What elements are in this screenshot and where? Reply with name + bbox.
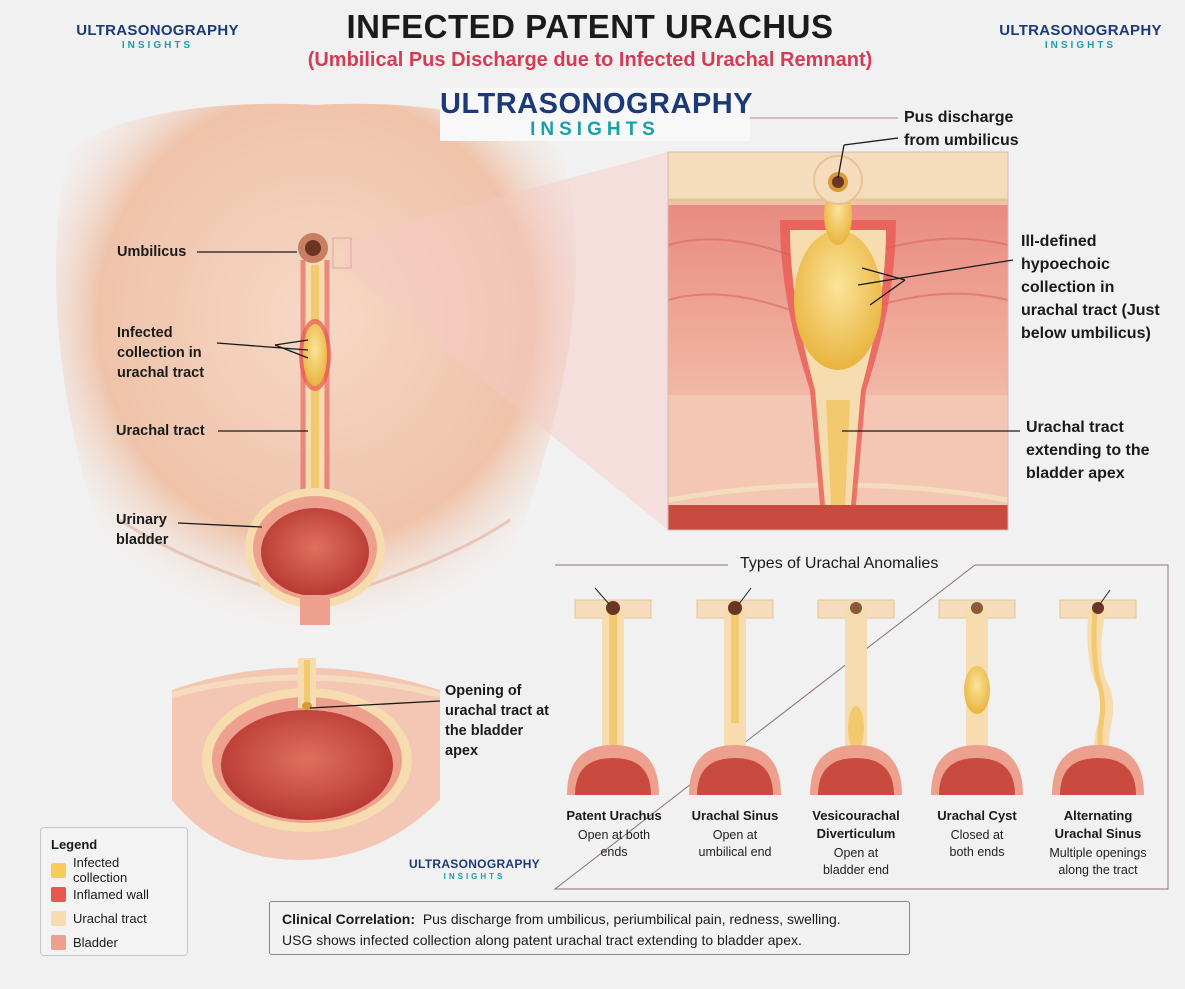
legend-title: Legend bbox=[51, 837, 98, 852]
type-item: Alternating Urachal Sinus Multiple openi… bbox=[1038, 807, 1158, 879]
type-desc: Multiple openings along the tract bbox=[1049, 846, 1147, 877]
legend-swatch bbox=[51, 886, 66, 902]
logo-bottom: ULTRASONOGRAPHY INSIGHTS bbox=[409, 857, 540, 881]
page-title: INFECTED PATENT URACHUS bbox=[346, 8, 834, 45]
type-name: Patent Urachus bbox=[566, 808, 662, 823]
type-name: Vesicourachal Diverticulum bbox=[812, 808, 900, 841]
clinical-heading: Clinical Correlation: bbox=[282, 911, 416, 927]
legend-label: Urachal tract bbox=[73, 910, 147, 926]
logo-top-right: ULTRASONOGRAPHY INSIGHTS bbox=[999, 22, 1162, 51]
type-name: Alternating Urachal Sinus bbox=[1054, 808, 1142, 841]
legend-swatch bbox=[51, 934, 66, 950]
torso-illustration bbox=[55, 103, 577, 640]
type-desc: Open at both ends bbox=[577, 828, 651, 859]
legend-label: Infected collection bbox=[72, 855, 128, 885]
legend-item: Infected collection bbox=[51, 855, 177, 885]
label-pus-discharge: Pus discharge from umbilicus bbox=[904, 109, 1019, 149]
clinical-line-2: USG shows infected collection along pate… bbox=[282, 932, 802, 948]
type-item: Patent Urachus Open at both ends bbox=[558, 807, 670, 861]
leader-lines bbox=[177, 137, 1020, 709]
type-name: Urachal Sinus bbox=[691, 808, 779, 823]
label-umbilicus: Umbilicus bbox=[117, 244, 187, 260]
type-desc: Closed at both ends bbox=[949, 828, 1005, 859]
legend-label: Inflamed wall bbox=[73, 886, 149, 902]
type-item: Vesicourachal Diverticulum Open at bladd… bbox=[800, 807, 912, 879]
label-infected-collection: Infected collection in urachal tract bbox=[117, 325, 205, 381]
label-urinary-bladder: Urinary bladder bbox=[116, 512, 169, 548]
legend-item: Inflamed wall bbox=[51, 882, 177, 906]
legend-item: Urachal tract bbox=[51, 906, 177, 930]
bladder-apex-illustration bbox=[171, 658, 441, 860]
type-desc: Open at umbilical end bbox=[698, 828, 772, 859]
type-name: Urachal Cyst bbox=[937, 808, 1017, 823]
zoom-wedge bbox=[345, 152, 668, 530]
page-subtitle: (Umbilical Pus Discharge due to Infected… bbox=[307, 49, 873, 71]
type-desc: Open at bladder end bbox=[822, 846, 890, 877]
logo-center: ULTRASONOGRAPHY INSIGHTS bbox=[440, 88, 754, 141]
logo-top-left: ULTRASONOGRAPHY INSIGHTS bbox=[76, 22, 239, 51]
legend-swatch bbox=[51, 862, 66, 878]
label-ill-defined-collection: Ill-defined hypoechoic collection in ura… bbox=[1021, 233, 1160, 342]
label-bladder-apex-opening: Opening of urachal tract at the bladder … bbox=[445, 683, 549, 759]
zoomed-panel bbox=[667, 151, 1009, 531]
type-item: Urachal Sinus Open at umbilical end bbox=[679, 807, 791, 861]
anomaly-figures bbox=[567, 587, 1144, 795]
legend-label: Bladder bbox=[73, 934, 118, 950]
types-title: Types of Urachal Anomalies bbox=[730, 555, 949, 573]
clinical-line-1: Pus discharge from umbilicus, periumbili… bbox=[422, 911, 841, 927]
legend: Legend Infected collection Inflamed wall… bbox=[40, 827, 188, 956]
type-item: Urachal Cyst Closed at both ends bbox=[921, 807, 1033, 861]
label-urachal-tract-extending: Urachal tract extending to the bladder a… bbox=[1026, 419, 1150, 482]
legend-item: Bladder bbox=[51, 930, 177, 954]
clinical-correlation-box: Clinical Correlation: Pus discharge from… bbox=[269, 901, 910, 955]
legend-swatch bbox=[51, 910, 66, 926]
label-urachal-tract: Urachal tract bbox=[116, 423, 205, 439]
